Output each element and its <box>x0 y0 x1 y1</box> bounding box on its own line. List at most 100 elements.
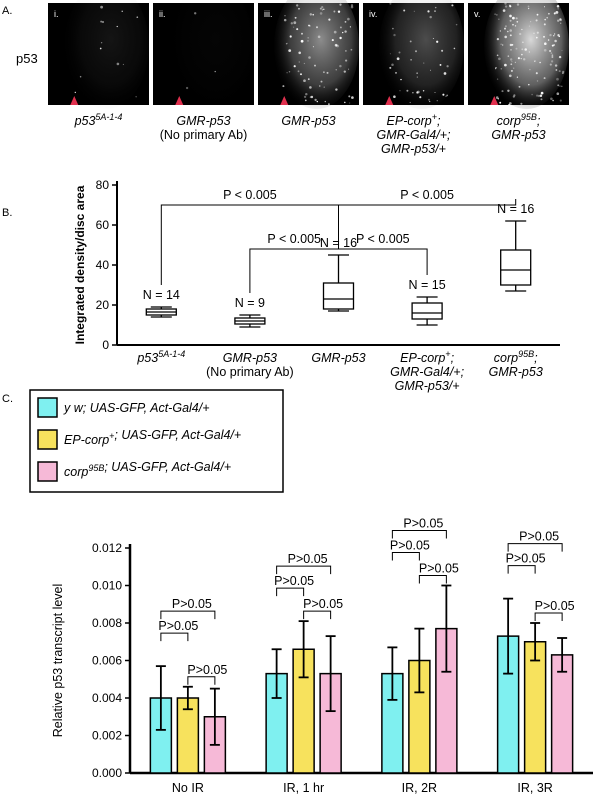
micrograph-speckle <box>328 18 331 21</box>
micrograph-speckle <box>520 57 522 60</box>
micrograph-speckle <box>560 22 562 24</box>
micrograph-speckle <box>554 64 558 67</box>
micrograph-signal <box>274 0 359 110</box>
micrograph-speckle <box>288 49 292 52</box>
micrograph-speckle <box>520 102 523 105</box>
legend-label: EP-corp+; UAS-GFP, Act-Gal4/+ <box>64 428 241 447</box>
bracket-line <box>418 575 447 584</box>
category-group: IR, 1 hrP>0.05P>0.05P>0.05 <box>265 552 343 795</box>
micrograph-speckle <box>339 64 342 68</box>
micrograph-speckle <box>515 17 518 20</box>
micrograph-speckle <box>289 35 292 38</box>
category-group: IR, 2RP>0.05P>0.05P>0.05 <box>381 517 459 795</box>
micrograph-speckle <box>285 42 288 45</box>
micrograph-speckle <box>543 77 546 80</box>
p-value-label: P>0.05 <box>390 539 430 553</box>
micrograph-speckle <box>389 53 391 55</box>
micrograph-speckle <box>307 40 309 42</box>
micrograph-speckle <box>303 79 306 83</box>
micrograph-speckle <box>310 95 314 99</box>
micrograph-tile: v. <box>468 0 569 110</box>
micrograph-speckle <box>308 24 310 27</box>
micrograph-speckle <box>496 14 498 16</box>
micrograph-speckle <box>553 35 555 37</box>
micrograph-speckle <box>514 25 517 27</box>
micrograph-speckle <box>528 83 530 86</box>
micrograph-speckle <box>445 95 447 98</box>
micrograph-speckle <box>282 85 285 88</box>
micrograph-caption: GMR-p53/+ <box>381 142 446 156</box>
bracket-line <box>303 610 332 620</box>
p-value-label: P>0.05 <box>535 599 575 613</box>
n-label: N = 14 <box>143 288 180 302</box>
micrograph-caption: corp95B; <box>497 112 541 128</box>
micrograph-speckle <box>396 57 400 61</box>
micrograph-speckle <box>293 65 296 68</box>
micrograph-speckle <box>527 7 530 10</box>
p-value-label: P>0.05 <box>158 619 198 633</box>
micrograph-speckle <box>349 26 352 28</box>
micrograph-speckle <box>553 33 556 35</box>
micrograph-speckle <box>512 95 515 98</box>
box-group: N = 9 <box>234 296 266 328</box>
micrograph-speckle <box>314 64 316 67</box>
micrograph-speckle <box>427 10 430 13</box>
micrograph-speckle <box>528 51 530 53</box>
micrograph-speckle <box>296 4 299 7</box>
p-value-label: P>0.05 <box>403 517 443 531</box>
micrograph-speckle <box>551 54 554 57</box>
micrograph-speckle <box>194 12 197 15</box>
micrograph-speckle <box>436 40 439 43</box>
bracket-line <box>391 530 447 539</box>
significance-bracket: P>0.05 <box>158 619 198 642</box>
micrograph-speckle <box>510 48 512 51</box>
arrowhead-marker <box>280 96 289 105</box>
micrograph-speckle <box>286 72 288 74</box>
micrograph-speckle <box>556 77 559 81</box>
micrograph-speckle <box>342 31 344 34</box>
micrograph-speckle <box>441 49 444 52</box>
micrograph-speckle <box>557 34 560 37</box>
micrograph-speckle <box>496 54 499 57</box>
micrograph-speckle <box>400 78 402 81</box>
micrograph-speckle <box>518 85 521 88</box>
micrograph-speckle <box>328 103 330 105</box>
legend-swatch <box>37 397 58 418</box>
micrograph-speckle <box>495 96 499 99</box>
micrograph-caption: GMR-p53 <box>176 114 230 128</box>
micrograph-speckle <box>415 50 417 53</box>
box-group: N = 15 <box>409 278 446 326</box>
micrograph-speckle <box>293 21 297 25</box>
micrograph-speckle <box>519 32 522 36</box>
legend-swatch <box>37 429 58 450</box>
micrograph-speckle <box>300 39 304 43</box>
micrograph-speckle <box>323 8 325 10</box>
micrograph-speckle <box>412 92 414 94</box>
micrograph-speckle <box>507 55 510 57</box>
legend: y w; UAS-GFP, Act-Gal4/+EP-corp+; UAS-GF… <box>29 389 284 493</box>
significance-bracket: P>0.05 <box>507 530 563 552</box>
micrograph-speckle <box>335 88 338 91</box>
micrograph-speckle <box>351 96 354 99</box>
micrograph-speckle <box>317 35 321 39</box>
micrograph-speckle <box>535 19 538 22</box>
bracket-line <box>534 612 563 621</box>
significance-bracket: P>0.05 <box>160 597 216 620</box>
p-value-label: P>0.05 <box>419 562 459 576</box>
micrograph-speckle <box>559 85 561 87</box>
micrograph-speckle <box>316 26 318 29</box>
significance-bracket: P>0.05 <box>390 539 430 561</box>
micrograph-speckle <box>350 4 354 7</box>
micrograph-speckle <box>403 9 406 12</box>
micrograph-speckle <box>499 30 501 32</box>
p-value-label: P < 0.005 <box>400 188 454 202</box>
micrograph-speckle <box>516 20 519 23</box>
micrograph-speckle <box>392 27 394 30</box>
micrograph-speckle <box>345 50 347 52</box>
panel-a-micrographs: p53 i.p535A-1-4ii.GMR-p53(No primary Ab)… <box>16 0 569 156</box>
micrograph-speckle <box>498 57 501 61</box>
micrograph-speckle <box>398 51 401 54</box>
micrograph-caption: EP-corp+; <box>387 112 441 128</box>
micrograph-tile: i. <box>48 0 149 110</box>
